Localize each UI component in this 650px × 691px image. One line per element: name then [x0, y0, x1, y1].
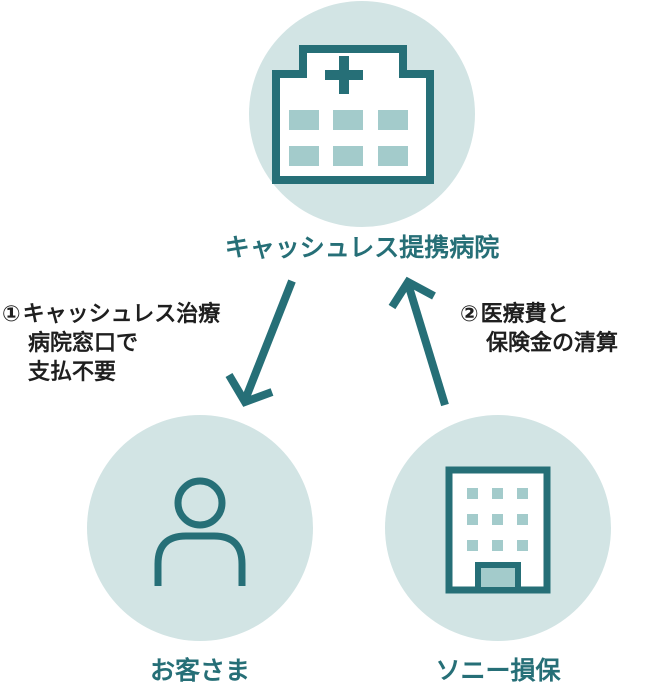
person-icon — [154, 477, 246, 586]
customer-label: お客さま — [149, 656, 250, 685]
arrow-hospital-to-customer — [225, 279, 296, 407]
hospital-label: キャッシュレス提携病院 — [224, 233, 500, 262]
step-2-line-1: ②医療費と — [460, 300, 618, 329]
step-1-line-3: 支払不要 — [28, 360, 117, 385]
arrow-insurer-to-hospital — [388, 276, 449, 407]
step-1-line-1: ①キャッシュレス治療 — [2, 300, 220, 329]
insurer-label: ソニー損保 — [435, 656, 561, 685]
step-2-description: ②医療費と 保険金の清算 — [460, 300, 618, 358]
step-1-number: ① — [2, 302, 21, 327]
step-1-line-2: 病院窓口で — [28, 331, 139, 356]
step-2-line-1-text: 医療費と — [480, 302, 569, 327]
step-2-line-2: 保険金の清算 — [486, 331, 619, 356]
step-1-description: ①キャッシュレス治療 病院窓口で 支払不要 — [2, 300, 220, 387]
step-2-number: ② — [460, 302, 479, 327]
step-1-line-1-text: キャッシュレス治療 — [22, 302, 221, 327]
hospital-icon — [272, 45, 434, 184]
office-building-icon — [445, 466, 551, 594]
